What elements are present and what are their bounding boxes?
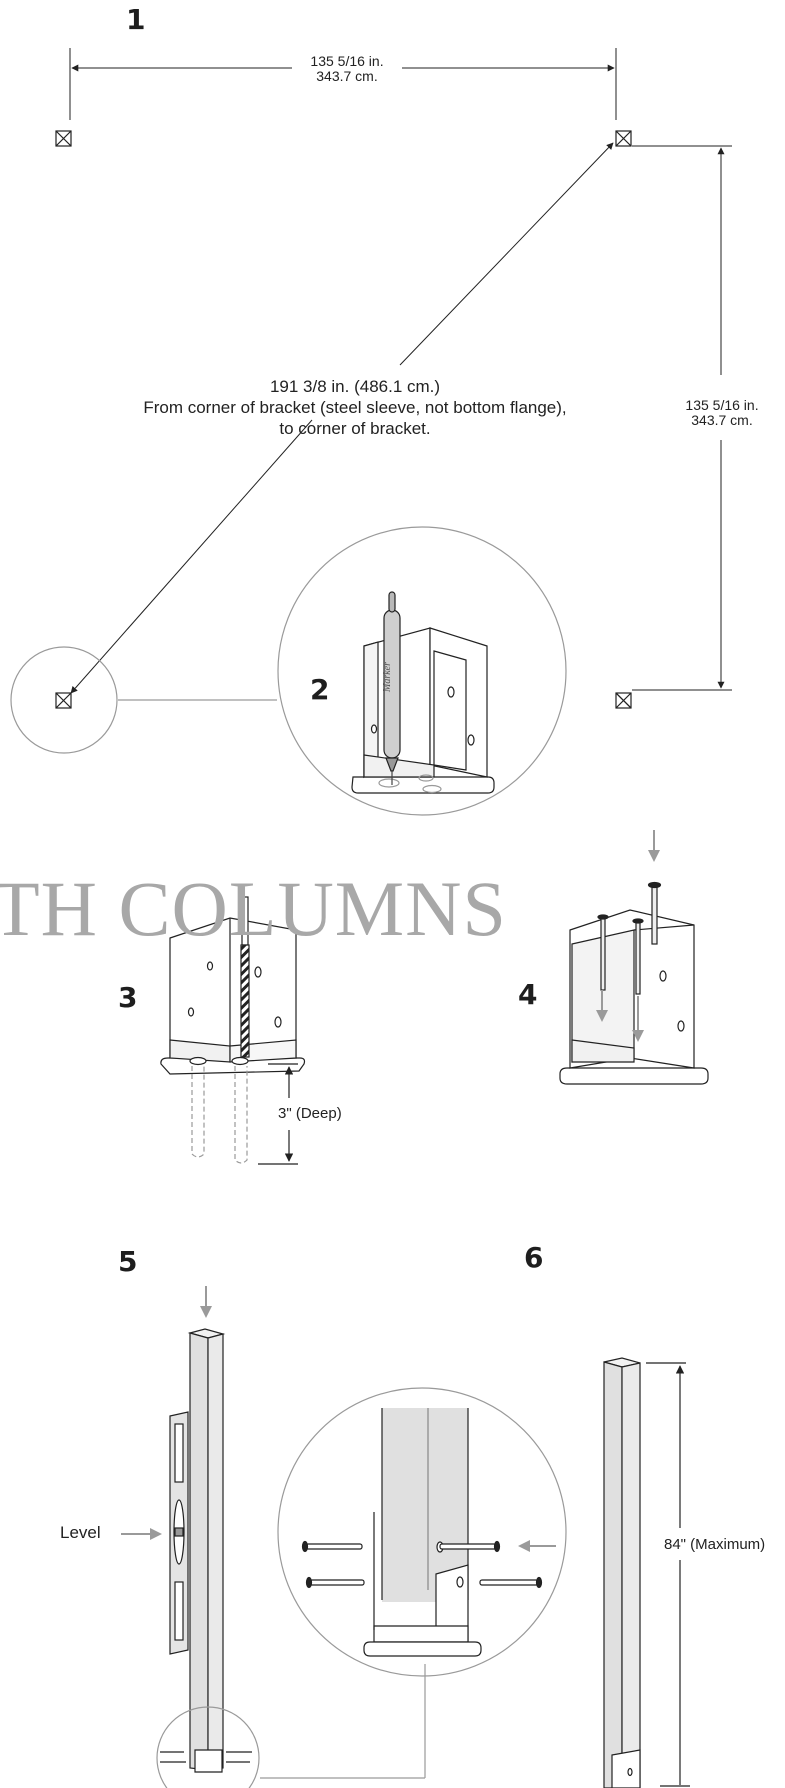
diagonal-instruction-end: to corner of bracket. bbox=[279, 419, 431, 438]
step-number-4: 4 bbox=[518, 978, 538, 1011]
pin-arrow bbox=[518, 1540, 556, 1552]
diagonal-measure: 191 3/8 in. (486.1 cm.) bbox=[269, 377, 441, 396]
post-with-level bbox=[156, 1286, 260, 1788]
marker-pen-label: Marker bbox=[382, 662, 393, 692]
level-label: Level bbox=[60, 1523, 101, 1542]
top-width-centimeters: 343.7 cm. bbox=[316, 68, 378, 84]
step-number-3: 3 bbox=[118, 981, 138, 1014]
side-height-inches: 135 5/16 in. bbox=[685, 397, 759, 413]
bracket-drilling bbox=[160, 896, 306, 1165]
step-number-2: 2 bbox=[310, 673, 330, 706]
corner-marker-top-right bbox=[615, 130, 632, 147]
level-arrow bbox=[121, 1528, 162, 1540]
layout-plan bbox=[69, 48, 732, 694]
watermark-text: TH COLUMNS bbox=[0, 865, 507, 952]
corner-marker-top-left bbox=[55, 130, 72, 147]
diagonal-dimension-note: 191 3/8 in. (486.1 cm.) From corner of b… bbox=[90, 376, 620, 439]
drill-depth-label: 3" (Deep) bbox=[278, 1105, 342, 1122]
bracket-with-pins bbox=[559, 881, 709, 1085]
detail-callout-circle bbox=[10, 526, 567, 816]
insert-arrows bbox=[596, 830, 660, 1042]
top-width-dimension: 135 5/16 in. 343.7 cm. bbox=[292, 54, 402, 84]
corner-marker-bottom-left bbox=[55, 692, 72, 709]
side-height-dimension: 135 5/16 in. 343.7 cm. bbox=[672, 398, 772, 428]
diagonal-instruction: From corner of bracket (steel sleeve, no… bbox=[143, 398, 567, 417]
step-number-5: 5 bbox=[118, 1245, 138, 1278]
corner-marker-bottom-right bbox=[615, 692, 632, 709]
step-number-1: 1 bbox=[126, 3, 146, 36]
post-base-detail bbox=[260, 1387, 567, 1779]
side-height-centimeters: 343.7 cm. bbox=[691, 412, 753, 428]
top-width-inches: 135 5/16 in. bbox=[310, 53, 384, 69]
step-number-6: 6 bbox=[524, 1241, 544, 1274]
post-height-label: 84" (Maximum) bbox=[662, 1536, 768, 1553]
installed-post bbox=[603, 1357, 690, 1788]
bracket-with-marker bbox=[351, 591, 495, 794]
